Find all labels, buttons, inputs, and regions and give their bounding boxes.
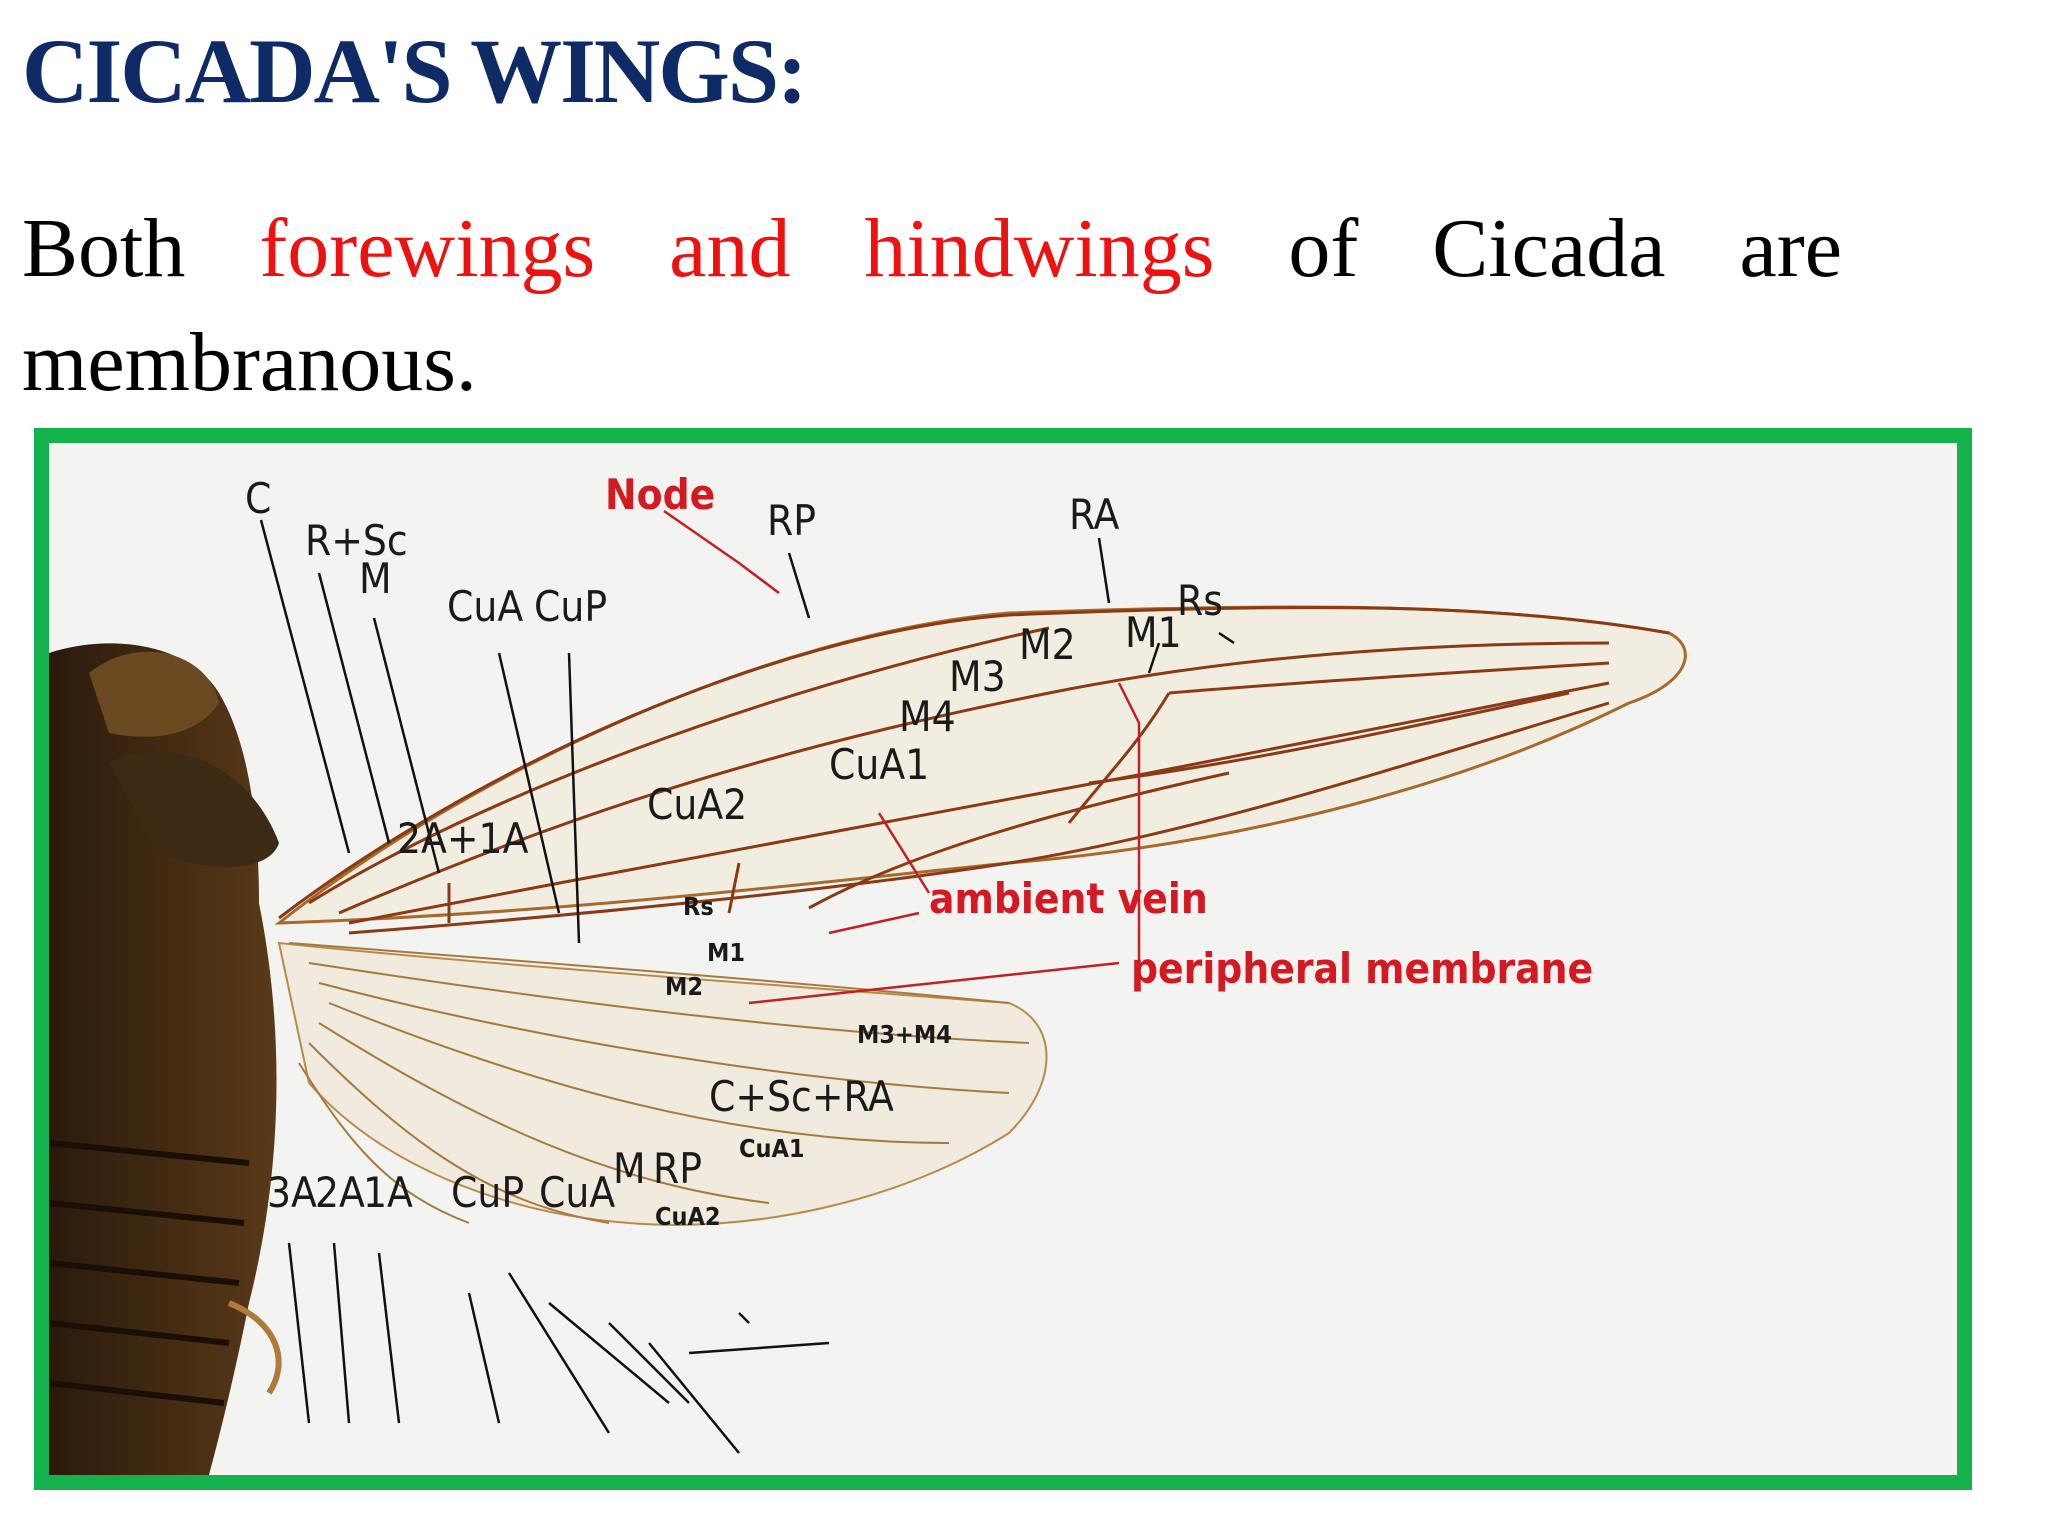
label-hind-2a: 2A xyxy=(315,1168,365,1217)
label-hind-1a: 1A xyxy=(363,1168,413,1217)
cicada-body xyxy=(49,643,282,1475)
label-2a-1a: 2A+1A xyxy=(397,814,529,863)
label-m: M xyxy=(359,554,392,603)
description-text-end: of Cicada are membranous. xyxy=(22,202,1842,409)
forewing-veins xyxy=(278,606,1670,935)
label-hind-cua2: CuA2 xyxy=(655,1202,721,1231)
label-hind-3a: 3A xyxy=(267,1168,317,1217)
label-m2: M2 xyxy=(1019,620,1076,669)
label-m1: M1 xyxy=(1125,608,1182,657)
label-cua2: CuA2 xyxy=(647,780,747,829)
label-rp: RP xyxy=(767,496,816,545)
cicada-wing-diagram: C R+Sc M CuA CuP Node RP RA Rs M1 M2 M3 … xyxy=(49,443,1957,1475)
annotation-leader-lines xyxy=(663,509,1141,1005)
wing-diagram-frame: C R+Sc M CuA CuP Node RP RA Rs M1 M2 M3 … xyxy=(34,428,1972,1490)
label-node: Node xyxy=(605,470,715,519)
label-cua1: CuA1 xyxy=(829,740,929,789)
label-hind-m3-m4: M3+M4 xyxy=(857,1020,952,1049)
slide-title: CICADA'S WINGS: xyxy=(22,20,808,122)
label-ra: RA xyxy=(1069,490,1120,539)
description-text-start: Both xyxy=(22,202,260,295)
label-ambient-vein: ambient vein xyxy=(929,874,1208,923)
label-rs: Rs xyxy=(1177,576,1223,625)
label-cup: CuP xyxy=(534,582,607,631)
label-hind-m2: M2 xyxy=(665,972,703,1001)
label-peripheral-membrane: peripheral membrane xyxy=(1131,944,1593,993)
label-hind-cup: CuP xyxy=(451,1168,524,1217)
label-m3: M3 xyxy=(949,652,1006,701)
label-hind-m1: M1 xyxy=(707,938,745,967)
label-m4: M4 xyxy=(899,692,956,741)
label-hind-m: M xyxy=(613,1144,646,1193)
label-hind-rs: Rs xyxy=(683,892,714,921)
label-r-sc: R+Sc xyxy=(305,516,408,565)
hindwing-membrane xyxy=(277,941,1048,1226)
label-hind-c-sc-ra: C+Sc+RA xyxy=(709,1072,894,1121)
label-c: C xyxy=(245,474,271,523)
label-leader-lines xyxy=(259,519,1235,1454)
label-hind-cua: CuA xyxy=(539,1168,615,1217)
label-hind-cua1: CuA1 xyxy=(739,1134,805,1163)
slide-description: Both forewings and hindwings of Cicada a… xyxy=(22,192,1842,420)
description-highlight: forewings and hindwings xyxy=(259,202,1215,295)
label-hind-rp: RP xyxy=(653,1144,702,1193)
label-cua: CuA xyxy=(447,582,523,631)
hindwing-veins xyxy=(288,942,1030,1224)
